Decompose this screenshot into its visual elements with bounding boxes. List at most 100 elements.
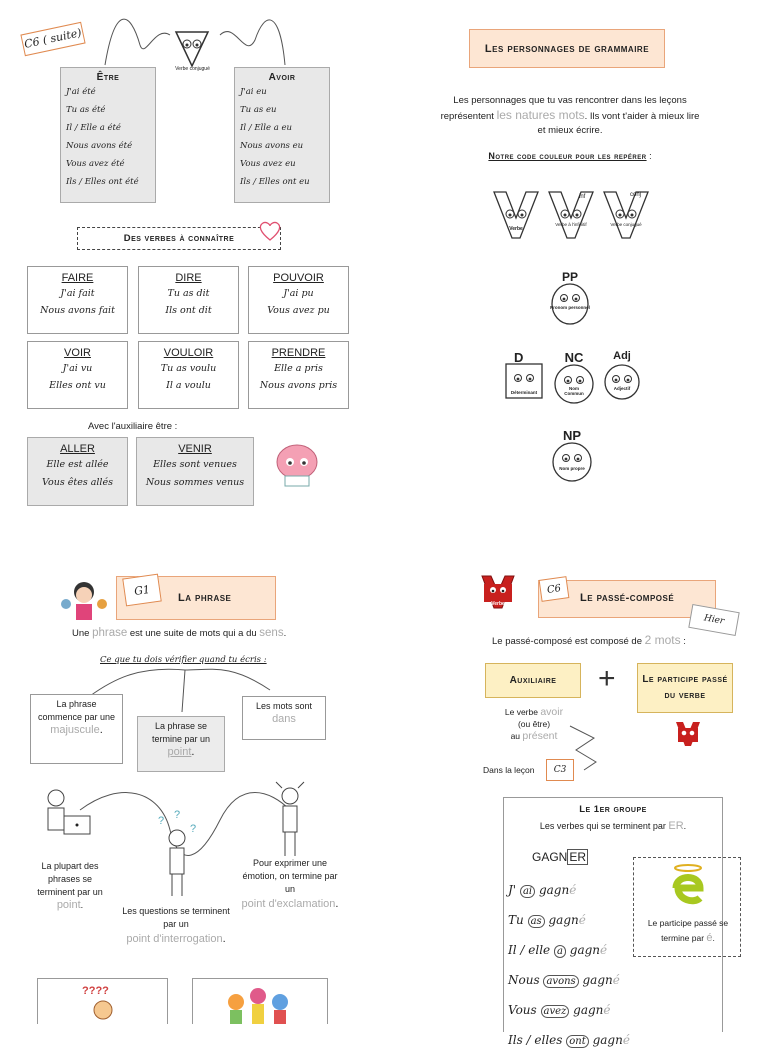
rule-highlight: majuscule (50, 724, 100, 736)
verb-name: DIRE (175, 272, 202, 284)
verb-line: Elle est allée (46, 459, 109, 470)
personnages-intro: Les personnages que tu vas rencontrer da… (420, 94, 720, 138)
thinking-person-icon: ??? (158, 809, 196, 896)
tag-g1: G1 (122, 573, 162, 607)
rule-order-box: Les mots sont dans (242, 696, 326, 740)
personnages-title: Les personnages de grammaire (469, 29, 665, 68)
character-mark: NP (562, 428, 582, 443)
surprised-person-icon (275, 781, 305, 856)
passe-compose-title: Le passé-composé (580, 592, 675, 604)
verb-card-vouloir: VOULOIR Tu as voulu Il a voulu (138, 341, 239, 409)
note-text: (ou être) (517, 719, 551, 729)
etre-line: Il / Elle a été (66, 123, 121, 133)
verb-conj-mascot: Verbe conjugué (170, 26, 215, 76)
rule-text: . (712, 933, 715, 943)
sticky-note-hier: Hier (688, 604, 740, 636)
rule-text: . (191, 746, 195, 758)
conj-pronoun: Ils / elles (508, 1033, 563, 1047)
verb-card-prendre: PRENDRE Elle a pris Nous avons pris (248, 341, 349, 409)
verb-line: Elles sont venues (153, 459, 237, 470)
conj-ending: é (622, 1033, 630, 1047)
conj-aux: ont (566, 1035, 589, 1048)
rule-text: . (335, 898, 339, 910)
verb-line: J'ai vu (62, 363, 93, 374)
avoir-line: Il / Elle a eu (240, 123, 292, 133)
rule-highlight: dans (272, 713, 296, 725)
note-highlight: présent (522, 730, 558, 742)
verb-line: Elle a pris (274, 363, 323, 374)
verb-infinitive-character: inf Verbe à l'infinitif (545, 188, 597, 248)
verb-line: Ils ont dit (165, 305, 212, 316)
e-character-icon (672, 864, 704, 905)
note-text: au (510, 731, 521, 741)
conj-ending: é (603, 1003, 611, 1017)
intro-text: représentent (440, 111, 494, 122)
etre-line: J'ai été (66, 87, 96, 97)
rule-text: La plupart des phrases se terminent par … (37, 861, 103, 897)
proper-noun-character-icon (552, 442, 592, 482)
verb-line: J'ai fait (60, 288, 95, 299)
lecon-tag-c3: C3 (546, 759, 574, 781)
avoir-line: Nous avons eu (240, 141, 304, 151)
color-code-suffix: : (646, 151, 652, 161)
svg-text:?: ? (158, 815, 164, 827)
conj-row: J' ai gagné (508, 876, 630, 906)
etre-line: Vous avez été (66, 159, 125, 169)
mascot-label: Verbe conjugué (175, 66, 210, 72)
rule-text: . (99, 724, 103, 736)
avoir-box: Avoir J'ai eu Tu as eu Il / Elle a eu No… (234, 67, 330, 203)
conj-pronoun: J' (508, 883, 517, 897)
first-group-box: Le 1er groupe Les verbes qui se terminen… (503, 797, 723, 1032)
character-mark: NC (564, 350, 584, 365)
confused-child-icon (93, 1000, 113, 1020)
character-mark: conj (630, 192, 642, 198)
verb-card-aller: ALLER Elle est allée Vous êtes allés (27, 437, 128, 506)
character-label: Nom Commun (564, 386, 584, 396)
conj-row: Ils / elles ont gagné (508, 1026, 630, 1056)
verb-infinitive-character-icon (548, 191, 594, 239)
tag-c6-suite: C6 ( suite) (20, 21, 86, 57)
conj-stem: gagn (569, 943, 601, 957)
conj-stem: gagn (548, 913, 579, 927)
intro-highlight: les natures mots (496, 108, 585, 122)
def-text: Le passé-composé est composé de (492, 636, 645, 647)
verb-stem: GAGN (532, 850, 568, 864)
character-mark: inf (579, 194, 586, 200)
verb-line: Nous avons fait (40, 305, 115, 316)
verb-line: Elles ont vu (49, 380, 106, 391)
avoir-line: Ils / Elles ont eu (240, 177, 310, 187)
avoir-line: Tu as eu (240, 105, 277, 115)
conj-aux: avez (540, 1005, 570, 1018)
phrase-definition: Une phrase est une suite de mots qui a d… (72, 627, 286, 639)
verb-card-venir: VENIR Elles sont venues Nous sommes venu… (136, 437, 254, 506)
intro-line: Les personnages que tu vas rencontrer da… (453, 95, 687, 106)
verb-name: VOIR (64, 347, 91, 359)
rule-text: La phrase commence par une (37, 699, 116, 722)
rule-question-text: Les questions se terminent par un point … (122, 905, 230, 947)
character-label: Verbe (509, 226, 523, 232)
determinant-character-icon (505, 363, 543, 399)
def-text: Une (72, 628, 93, 639)
aux-etre-label: Avec l'auxiliaire être : (88, 421, 178, 432)
conj-ending: é (600, 943, 608, 957)
rule-text: Les mots sont (255, 701, 313, 711)
verb-character-icon (493, 191, 539, 239)
character-label: Verbe conjugué (610, 222, 642, 227)
rule-highlight: point (167, 746, 192, 758)
verb-ending: ER (567, 849, 589, 865)
conj-ending: é (569, 883, 577, 897)
determinant-character: D Déterminant (500, 350, 548, 410)
character-label: Verbe à l'infinitif (555, 222, 587, 227)
conj-stem: gagn (582, 973, 613, 987)
proper-noun-character: NP Nom propre (547, 428, 597, 488)
rule-text: La phrase se termine par un (151, 721, 211, 744)
group-sub-text: Les verbes qui se terminent par (539, 821, 669, 831)
verb-line: Vous avez pu (267, 305, 330, 316)
connector-curve (79, 792, 291, 856)
phrase-title: La phrase (178, 592, 232, 604)
rule-text: Pour exprimer une émotion, on termine pa… (242, 858, 338, 894)
verb-line: Tu as dit (167, 288, 210, 299)
red-verb-mascot: Verbe (478, 574, 518, 614)
verb-line: Vous êtes allés (42, 477, 113, 488)
